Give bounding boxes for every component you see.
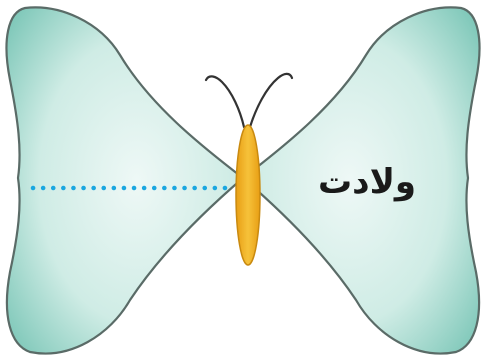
left-antenna: [206, 76, 244, 127]
word-label: ولادت: [312, 160, 422, 204]
butterfly-body: [236, 125, 260, 265]
left-wing: [6, 7, 243, 353]
right-antenna: [250, 74, 292, 127]
